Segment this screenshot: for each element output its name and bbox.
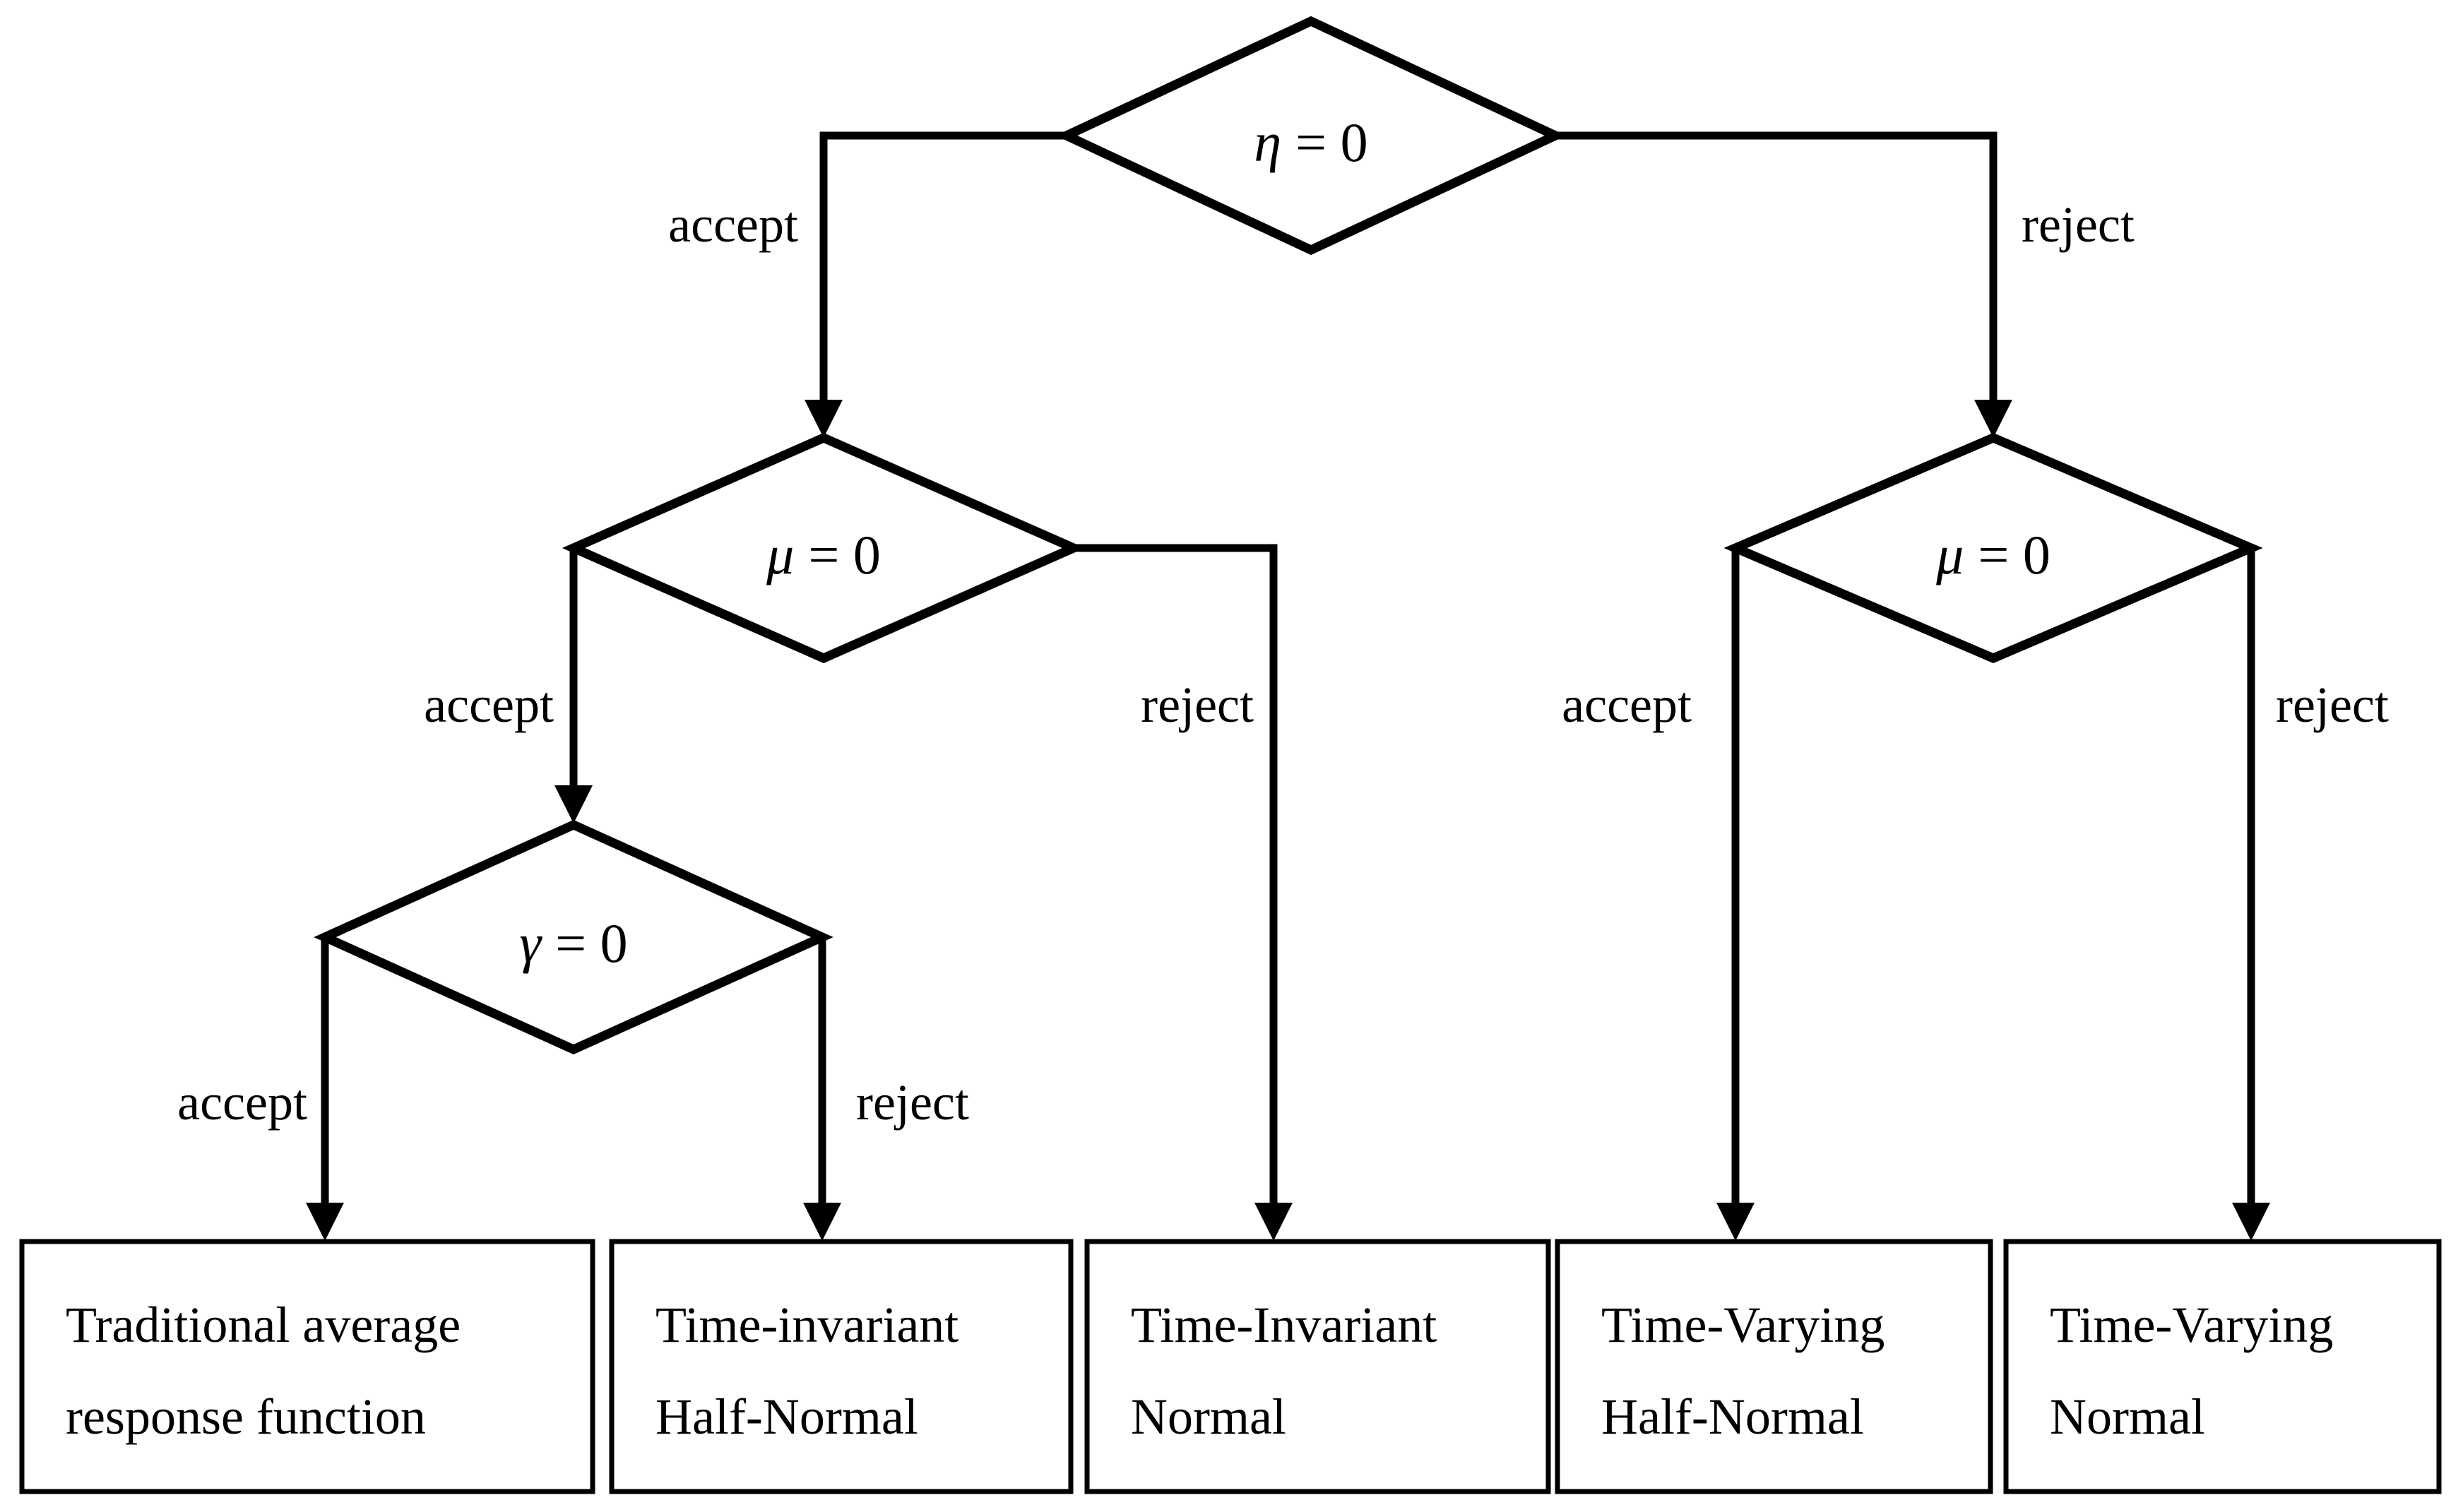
edges xyxy=(306,131,2270,1241)
edge-mu-left-reject xyxy=(1074,544,1278,1213)
mu-right-node-label: μ= 0 xyxy=(1935,524,2050,585)
outcome-traditional-line1: Traditional average xyxy=(66,1297,461,1353)
eta-decision-node: η= 0 xyxy=(1055,16,1567,256)
edge-eta-accept xyxy=(819,131,1067,410)
gamma-accept-arrowhead xyxy=(306,1203,344,1241)
eta-accept-arrowhead xyxy=(805,400,843,438)
outcome-time-invariant-normal-box: Time-Invariant Normal xyxy=(1084,1239,1551,1494)
outcome-time-invariant-half-normal-rect xyxy=(609,1239,1074,1494)
mu-left-reject-arrowhead xyxy=(1254,1203,1293,1241)
mu-right-decision-node: μ= 0 xyxy=(1723,432,2263,664)
mu-left-accept-arrowhead xyxy=(554,785,593,823)
mu-left-reject-label: reject xyxy=(1141,677,1254,733)
mu-right-decision-diamond xyxy=(1723,432,2263,664)
outcome-time-varying-half-normal-line1: Time-Varying xyxy=(1601,1297,1885,1353)
eta-reject-arrowhead xyxy=(1974,400,2012,438)
gamma-decision-node: γ= 0 xyxy=(314,819,833,1055)
decision-nodes: η= 0 μ= 0 γ= 0 μ= 0 xyxy=(314,16,2263,1055)
mu-right-reject-arrowhead xyxy=(2232,1203,2270,1241)
gamma-accept-label: accept xyxy=(177,1074,307,1131)
gamma-node-label: γ= 0 xyxy=(519,912,627,974)
eta-decision-diamond xyxy=(1055,16,1567,256)
mu-left-decision-node: μ= 0 xyxy=(562,432,1086,664)
mu-right-accept-arrowhead xyxy=(1716,1203,1755,1241)
mu-left-accept-label: accept xyxy=(424,677,554,733)
outcome-time-varying-normal-rect xyxy=(2003,1239,2442,1494)
eta-node-label: η= 0 xyxy=(1254,112,1367,173)
outcome-time-varying-normal-line1: Time-Varying xyxy=(2050,1297,2333,1353)
outcome-traditional-line2: response function xyxy=(66,1388,426,1445)
outcome-traditional-rect xyxy=(19,1239,595,1494)
outcome-time-invariant-normal-line2: Normal xyxy=(1131,1388,1286,1445)
outcome-boxes: Traditional average response function Ti… xyxy=(19,1239,2442,1494)
outcome-time-varying-half-normal-line2: Half-Normal xyxy=(1601,1388,1864,1445)
outcome-time-varying-normal-line2: Normal xyxy=(2050,1388,2205,1445)
edge-eta-reject xyxy=(1555,131,1998,410)
outcome-time-invariant-normal-rect xyxy=(1084,1239,1551,1494)
gamma-decision-diamond xyxy=(314,819,833,1055)
outcome-time-invariant-half-normal-box: Time-invariant Half-Normal xyxy=(609,1239,1074,1494)
outcome-time-invariant-half-normal-line2: Half-Normal xyxy=(655,1388,918,1445)
outcome-time-varying-half-normal-box: Time-Varying Half-Normal xyxy=(1555,1239,1993,1494)
outcome-traditional-box: Traditional average response function xyxy=(19,1239,595,1494)
mu-right-reject-label: reject xyxy=(2276,677,2389,733)
outcome-time-invariant-normal-line1: Time-Invariant xyxy=(1131,1297,1437,1353)
outcome-time-varying-normal-box: Time-Varying Normal xyxy=(2003,1239,2442,1494)
mu-left-node-label: μ= 0 xyxy=(766,524,881,585)
mu-right-accept-label: accept xyxy=(1562,677,1692,733)
gamma-reject-arrowhead xyxy=(803,1203,841,1241)
outcome-time-invariant-half-normal-line1: Time-invariant xyxy=(655,1297,959,1353)
edge-labels: accept reject accept reject accept rejec… xyxy=(177,196,2389,1131)
eta-reject-label: reject xyxy=(2022,196,2135,253)
mu-left-decision-diamond xyxy=(562,432,1086,664)
outcome-time-varying-half-normal-rect xyxy=(1555,1239,1993,1494)
eta-accept-label: accept xyxy=(668,196,798,253)
gamma-reject-label: reject xyxy=(856,1074,969,1131)
